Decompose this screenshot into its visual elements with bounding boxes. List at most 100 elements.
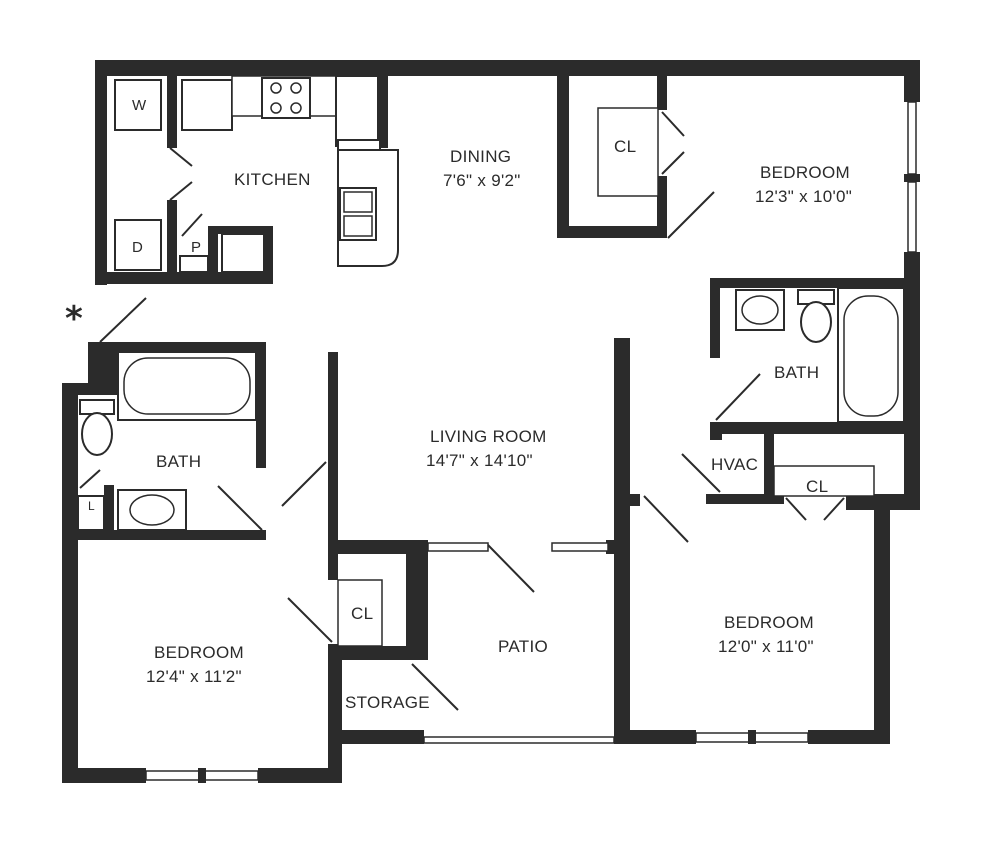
stove: [261, 77, 311, 119]
wall-left: [62, 383, 78, 783]
wall-pantry-right: [265, 226, 273, 284]
dryer-label: D: [132, 239, 143, 256]
door-bedroom-sw: [281, 461, 327, 507]
wall-living-left: [328, 352, 338, 580]
window-bedroom-se-mullion: [748, 730, 756, 744]
burner-2: [290, 82, 302, 94]
wall-top: [95, 60, 920, 76]
wall-linen-divider: [104, 485, 114, 537]
bathtub-w-inner: [123, 357, 251, 415]
bath-e-label: BATH: [774, 363, 819, 382]
wall-bedroom-se-right: [874, 494, 890, 744]
wall-bath-e-top: [710, 278, 920, 288]
patio-slider-left: [427, 542, 489, 552]
kitchen-cabinet-low: [221, 233, 265, 273]
wall-closet-ne-bottom: [557, 226, 667, 238]
door-patio: [487, 544, 535, 593]
washer: [114, 79, 162, 131]
bedroom-sw-size: 12'4" x 11'2": [146, 667, 242, 686]
closet-se-outline: [773, 465, 875, 497]
door-closet-ne-lower: [661, 151, 685, 175]
bathtub-e-inner: [843, 295, 899, 417]
wall-closet-sw-right: [406, 540, 428, 660]
wall-bath-w-top: [88, 342, 266, 352]
wall-bottom-mid: [258, 768, 342, 783]
toilet-w: [81, 412, 113, 456]
kitchen-label: KITCHEN: [234, 170, 311, 189]
labels: * W D P L KITCHEN DINING 7'6" x 9'2" CL …: [65, 97, 852, 712]
wall-closet-ne-right-bottom: [657, 176, 667, 238]
windows: [145, 101, 917, 783]
bedroom-sw-label: BEDROOM: [154, 643, 244, 662]
door-closet-sw: [287, 597, 333, 643]
wall-closet-ne-left: [557, 60, 569, 238]
wall-laundry-divider-lower: [167, 200, 177, 284]
window-bedroom-ne-2: [907, 181, 917, 253]
wall-bedroom-se-left-top: [614, 494, 640, 506]
walls: [62, 60, 920, 783]
kitchen-sink-basin-1: [343, 191, 373, 213]
wall-hvac-bottom: [706, 494, 784, 504]
bedroom-se-label: BEDROOM: [724, 613, 814, 632]
pantry-shelf: [179, 255, 209, 273]
wall-hvac-right: [764, 422, 774, 504]
entry-marker: *: [65, 299, 83, 339]
door-closet-se-right: [823, 497, 845, 521]
burner-3: [270, 102, 282, 114]
door-bath-e: [715, 373, 761, 421]
linen-label: L: [88, 499, 95, 513]
wall-bath-e-left: [710, 278, 720, 358]
toilet-tank-w: [79, 399, 115, 415]
wall-kitchen-stub: [378, 60, 388, 148]
pantry-label: P: [191, 239, 201, 256]
wall-closet-ne-right-top: [657, 60, 667, 110]
doors: [79, 111, 845, 711]
closet-ne-outline: [597, 107, 659, 197]
bedroom-ne-size: 12'3" x 10'0": [755, 187, 852, 206]
wall-right-top: [904, 60, 920, 102]
wall-bath-w-pillar: [88, 342, 118, 388]
door-bath-w: [217, 485, 263, 531]
wall-bath-e-left-lower: [710, 422, 722, 440]
closet-sw-outline: [337, 579, 383, 647]
sink-w: [129, 494, 175, 526]
door-hvac: [681, 453, 721, 493]
bath-w-label: BATH: [156, 452, 201, 471]
window-bedroom-sw-mullion: [198, 768, 206, 783]
dining-size: 7'6" x 9'2": [443, 171, 521, 190]
storage-label: STORAGE: [345, 693, 430, 712]
dryer: [114, 219, 162, 271]
counter-side: [335, 75, 379, 147]
door-closet-se-left: [785, 497, 807, 521]
burner-4: [290, 102, 302, 114]
dining-label: DINING: [450, 147, 511, 166]
door-laundry-upper: [169, 147, 193, 167]
wall-kitchen-left: [95, 60, 107, 285]
wall-right-mid: [904, 174, 920, 182]
bedroom-ne-label: BEDROOM: [760, 163, 850, 182]
window-patio-bottom: [423, 736, 615, 744]
window-bedroom-ne-1: [907, 101, 917, 175]
kitchen-sink-basin-2: [343, 215, 373, 237]
door-entry: [99, 297, 147, 343]
burner-1: [270, 82, 282, 94]
wall-right-lower: [904, 252, 920, 510]
wall-bottom-left: [62, 768, 146, 783]
wall-pantry-top: [208, 226, 273, 234]
door-bedroom-se: [643, 495, 689, 543]
sink-e: [741, 295, 779, 325]
wall-pantry: [208, 226, 218, 284]
patio-slider-right: [551, 542, 609, 552]
door-bedroom-ne: [667, 191, 715, 239]
fixtures: [77, 75, 905, 647]
washer-label: W: [132, 97, 147, 114]
refrigerator: [181, 79, 233, 131]
wall-bath-w-right: [256, 342, 266, 468]
wall-bedroom-se-bottom-right: [808, 730, 890, 744]
living-room-size: 14'7" x 14'10": [426, 451, 533, 470]
wall-bath-w-bottom: [62, 530, 266, 540]
hvac-label: HVAC: [711, 455, 758, 474]
wall-laundry-divider: [167, 60, 177, 148]
wall-bedroom-sw-right: [328, 644, 342, 783]
